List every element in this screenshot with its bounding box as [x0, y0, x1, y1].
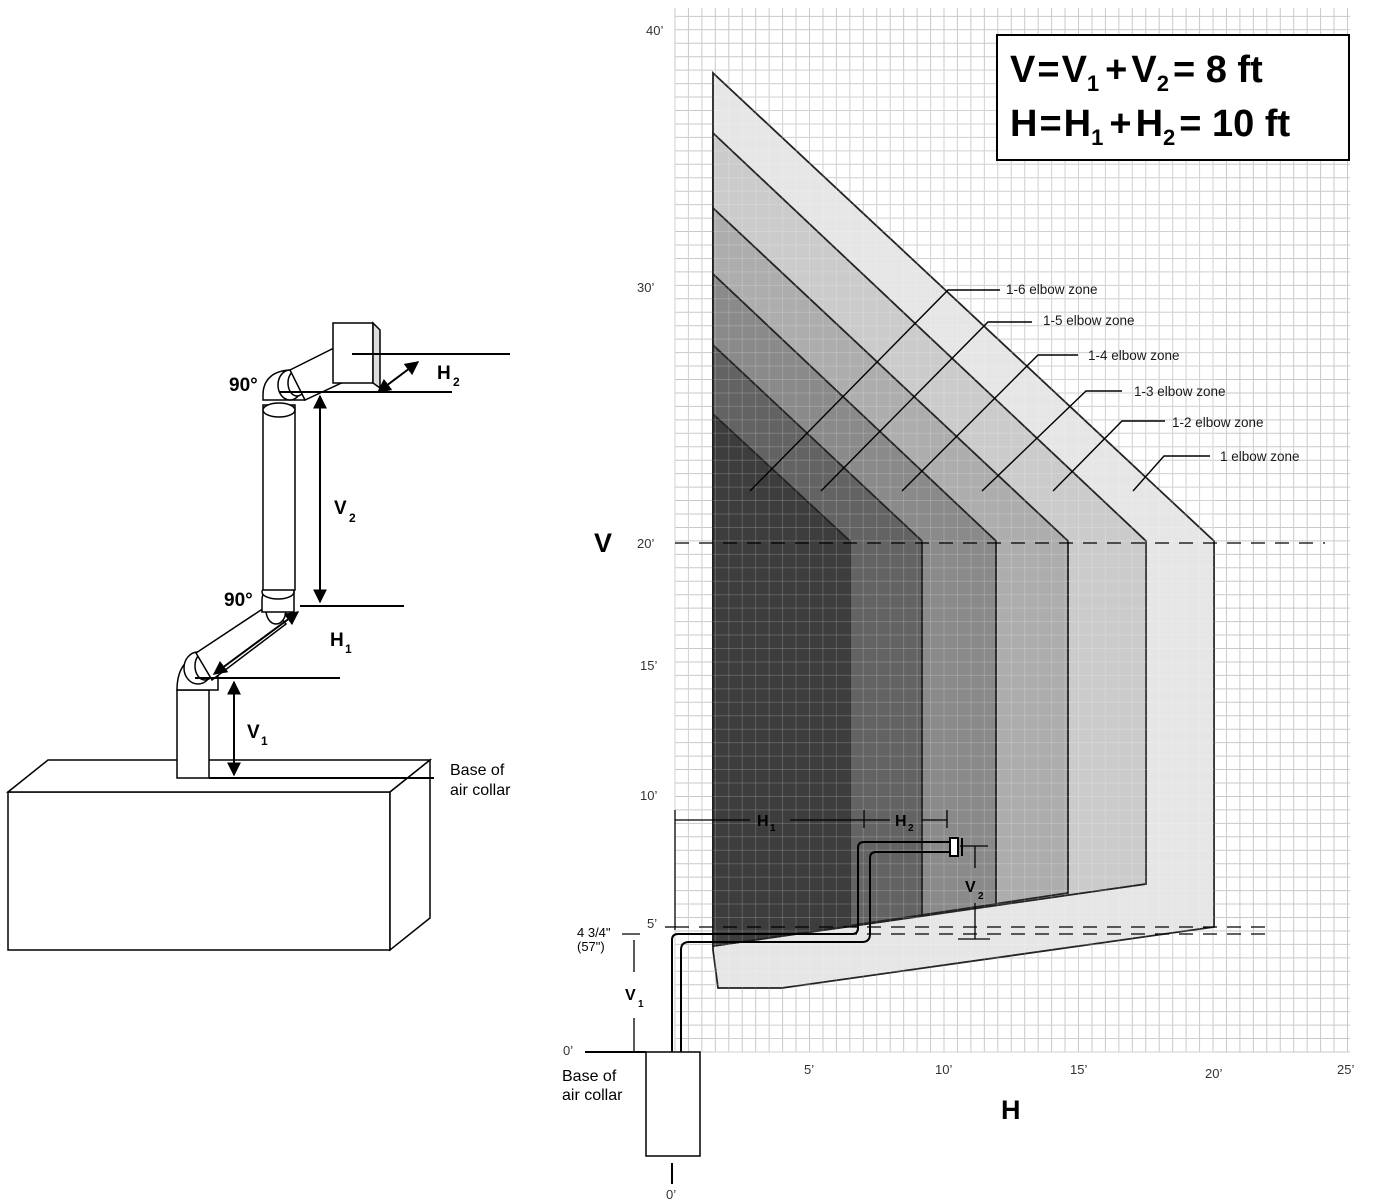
zone-1-6-elbow — [712, 411, 851, 948]
chart-h1-sub: 1 — [770, 823, 776, 834]
zone-label-1: 1 elbow zone — [1220, 449, 1300, 464]
formula-line-1: V=V1+V2= 8 ft — [1010, 49, 1263, 96]
chart-v1-sub: 1 — [638, 999, 644, 1010]
elbow-zones — [712, 70, 1215, 989]
chart-base-label-2: air collar — [562, 1087, 623, 1104]
chart-h2-sub: 2 — [908, 823, 914, 834]
zone-label-1-4: 1-4 elbow zone — [1088, 348, 1180, 363]
left-dimension-lines — [195, 353, 510, 779]
zone-leaders — [749, 289, 1210, 492]
v-tick-20: 20’ — [637, 536, 654, 551]
chart-grid-overlay — [674, 69, 1215, 1053]
formula-box: V=V1+V2= 8 ft H=H1+H2= 10 ft — [996, 34, 1350, 161]
chart-v2-label: V — [965, 879, 976, 896]
h-tick-20: 20’ — [1205, 1066, 1222, 1081]
chart-dimensions — [585, 810, 990, 1053]
offset-label: 4 3/4" — [577, 925, 611, 940]
zone-label-1-6: 1-6 elbow zone — [1006, 282, 1098, 297]
chart-v2-sub: 2 — [978, 891, 984, 902]
left-v1-sub: 1 — [261, 734, 268, 748]
chart-v1-label: V — [625, 987, 636, 1004]
v-tick-40: 40’ — [646, 23, 663, 38]
elbow-zone-chart: 1-6 elbow zone 1-5 elbow zone 1-4 elbow … — [562, 8, 1354, 1201]
chart-h1-label: H — [757, 813, 769, 830]
v-tick-5: 5’ — [647, 916, 657, 931]
chart-vent-pipe — [671, 837, 963, 1052]
chart-base-label-1: Base of — [562, 1068, 617, 1085]
h-tick-15: 15’ — [1070, 1062, 1087, 1077]
appliance-box — [5, 758, 433, 952]
left-v2-sub: 2 — [349, 511, 356, 525]
v-tick-30: 30’ — [637, 280, 654, 295]
offset-label-2: (57") — [577, 939, 605, 954]
zone-label-1-2: 1-2 elbow zone — [1172, 415, 1264, 430]
zone-label-1-5: 1-5 elbow zone — [1043, 313, 1135, 328]
elbow-top-label: 90° — [229, 375, 258, 396]
left-v1-label: V — [247, 722, 260, 743]
v-tick-15: 15’ — [640, 658, 657, 673]
v-tick-10: 10’ — [640, 788, 657, 803]
formula-line-2: H=H1+H2= 10 ft — [1010, 103, 1290, 150]
left-h1-sub: 1 — [345, 642, 352, 656]
left-h1-label: H — [330, 630, 344, 651]
bottom-zero-label: 0’ — [666, 1187, 676, 1201]
h-axis-title: H — [1001, 1095, 1021, 1125]
zone-label-1-3: 1-3 elbow zone — [1134, 384, 1226, 399]
chart-appliance — [645, 1051, 701, 1157]
chart-h2-label: H — [895, 813, 907, 830]
left-h2-sub: 2 — [453, 375, 460, 389]
v-axis-ticks: 40’ 30’ 20’ 15’ 10’ 5’ 0’ 4 3/4" (57") — [563, 23, 663, 1058]
h-tick-10: 10’ — [935, 1062, 952, 1077]
zone-labels: 1-6 elbow zone 1-5 elbow zone 1-4 elbow … — [1006, 282, 1300, 464]
left-piping-diagram: 90° 90° H 2 V 2 H 1 V 1 Base of air coll… — [5, 321, 511, 952]
elbow-mid-label: 90° — [224, 590, 253, 611]
v-axis-title: V — [594, 528, 612, 558]
v-tick-0: 0’ — [563, 1043, 573, 1058]
h-tick-25: 25’ — [1337, 1062, 1354, 1077]
left-h2-label: H — [437, 363, 451, 384]
h-axis-ticks: 5’ 10’ 15’ 20’ 25’ 0’ — [666, 1062, 1354, 1201]
left-v2-label: V — [334, 498, 347, 519]
left-base-label-2: air collar — [450, 782, 511, 799]
left-base-label-1: Base of — [450, 762, 505, 779]
h-tick-5: 5’ — [804, 1062, 814, 1077]
